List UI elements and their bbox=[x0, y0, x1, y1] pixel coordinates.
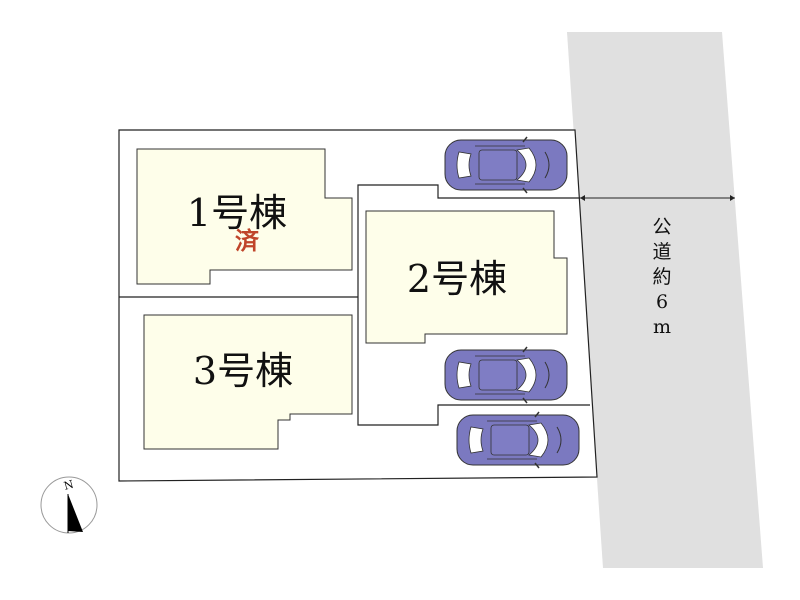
building-1-label: 1号棟 bbox=[187, 191, 287, 235]
road-width-arrow bbox=[580, 195, 735, 201]
building-1 bbox=[136, 148, 353, 285]
car-icon bbox=[444, 136, 568, 194]
public-road bbox=[567, 32, 763, 568]
road-width-label: 公 道 約 6 m bbox=[652, 216, 671, 338]
svg-text:6: 6 bbox=[656, 291, 668, 313]
building-3-label: 3号棟 bbox=[193, 349, 293, 393]
building-3 bbox=[143, 314, 353, 450]
car-icon bbox=[456, 411, 580, 469]
lot-2-boundary bbox=[357, 184, 590, 426]
svg-text:公: 公 bbox=[652, 216, 671, 238]
building-2-label: 2号棟 bbox=[407, 257, 507, 301]
sold-badge: 済 bbox=[235, 227, 260, 255]
svg-text:約: 約 bbox=[652, 266, 671, 288]
svg-text:道: 道 bbox=[652, 241, 671, 263]
car-icon bbox=[444, 346, 568, 404]
north-compass-icon: N bbox=[40, 476, 98, 534]
svg-text:m: m bbox=[653, 316, 671, 338]
building-2 bbox=[365, 210, 568, 344]
compass-north-label: N bbox=[62, 478, 75, 493]
